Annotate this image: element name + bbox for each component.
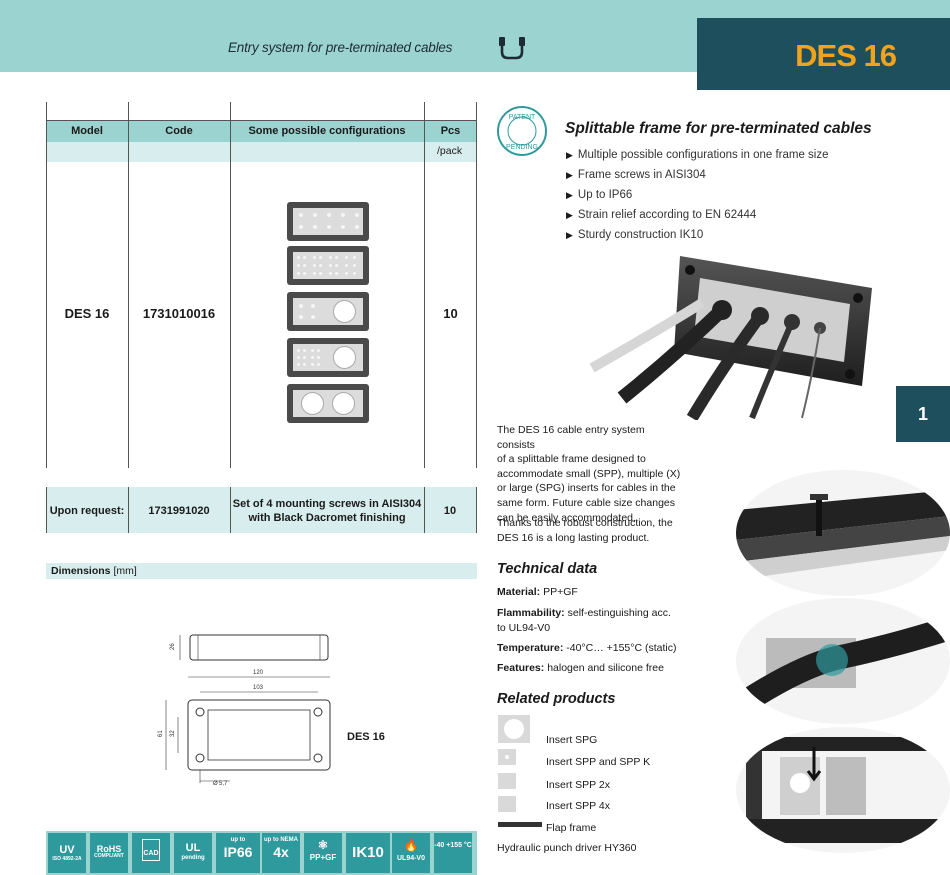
divider (476, 102, 477, 468)
table-header (46, 120, 477, 142)
feature-title: Splittable frame for pre-terminated cabl… (565, 120, 872, 137)
divider (424, 487, 425, 533)
divider (476, 487, 477, 533)
insert-spp-4x-icon (498, 796, 516, 812)
request-desc-1: Set of 4 mounting screws in AISI304 (232, 498, 422, 510)
config-diagram (287, 246, 369, 285)
related-item: Insert SPP 4x (546, 800, 611, 812)
material-icon: ⚛PP+GF (304, 833, 342, 873)
svg-text:PENDING: PENDING (506, 144, 538, 151)
table-top-line (46, 120, 477, 121)
temperature-icon: -40 +155 °C (434, 833, 472, 873)
feature-item: Multiple possible configurations in one … (566, 149, 829, 161)
pcs-per-pack: /pack (437, 145, 463, 157)
dimension-drawing: 26 120 103 61 32 Ø 5,7 (158, 634, 331, 787)
tech-flammability: Flammability: self-estinguishing acc.to … (497, 607, 671, 634)
insert-spp-2x-icon (498, 773, 516, 789)
flame-icon: 🔥UL94-V0 (392, 833, 430, 873)
request-pcs: 10 (443, 505, 457, 517)
col-code: Code (165, 125, 193, 137)
detail-photo-cable (736, 598, 950, 724)
flap-frame-icon (498, 822, 542, 827)
svg-text:32: 32 (170, 730, 176, 737)
ik10-icon: IK10 (346, 833, 390, 873)
header-subtitle: Entry system for pre-terminated cables (228, 40, 453, 55)
dimensions-band (46, 563, 477, 579)
dimensions-label: Dimensions [mm] (51, 565, 137, 577)
code-value: 1731010016 (142, 306, 216, 321)
divider (128, 487, 129, 533)
feature-item: Sturdy construction IK10 (566, 229, 703, 241)
technical-title: Technical data (497, 561, 598, 577)
cable-connector-icon (499, 37, 525, 60)
config-diagram (287, 338, 369, 377)
svg-text:120: 120 (253, 670, 264, 676)
chapter-tab: 1 (896, 386, 950, 442)
divider (230, 102, 231, 468)
related-title: Related products (497, 691, 616, 707)
title-box: DES 16 (697, 18, 950, 90)
divider (46, 102, 47, 468)
insert-spp-icon (498, 749, 516, 765)
related-item: Insert SPG (546, 734, 598, 746)
drawing-model-label: DES 16 (347, 731, 385, 743)
feature-item: Strain relief according to EN 62444 (566, 209, 756, 221)
detail-photo-screw (736, 470, 950, 596)
col-pcs: Pcs (440, 125, 461, 137)
request-label: Upon request: (49, 505, 125, 517)
request-code: 1731991020 (148, 505, 210, 517)
svg-text:PATENT: PATENT (509, 114, 536, 121)
config-diagram (287, 384, 369, 423)
request-row (46, 487, 477, 533)
divider (128, 102, 129, 468)
related-item: Flap frame (546, 822, 597, 834)
divider (230, 487, 231, 533)
request-desc-2: with Black Dacromet finishing (248, 512, 406, 524)
config-diagram (287, 202, 369, 241)
tech-temperature: Temperature: -40°C… +155°C (static) (497, 642, 677, 654)
product-title: DES 16 (795, 38, 897, 73)
svg-text:61: 61 (158, 730, 164, 737)
svg-text:Ø: Ø (213, 781, 218, 787)
related-item: Insert SPP 2x (546, 779, 611, 791)
svg-text:103: 103 (253, 685, 264, 691)
cad-icon: CAD (132, 833, 170, 873)
model-value: DES 16 (64, 306, 110, 321)
divider (424, 102, 425, 468)
tech-material: Material: PP+GF (497, 586, 578, 598)
config-diagram (287, 292, 369, 331)
product-photo (589, 256, 872, 420)
svg-text:5,7: 5,7 (219, 781, 228, 787)
patent-pending-icon: PATENT PENDING (497, 106, 547, 156)
pcs-value: 10 (443, 306, 458, 321)
divider (46, 487, 47, 533)
detail-photo-insert (736, 727, 950, 853)
feature-item: Up to IP66 (566, 189, 632, 201)
related-item: Hydraulic punch driver HY360 (497, 842, 637, 854)
col-configurations: Some possible configurations (248, 125, 406, 137)
feature-item: Frame screws in AISI304 (566, 169, 706, 181)
insert-spg-icon (498, 715, 530, 743)
svg-text:26: 26 (170, 643, 176, 650)
tech-features: Features: halogen and silicone free (497, 662, 664, 674)
related-item: Insert SPP and SPP K (546, 756, 651, 768)
table-substrip (46, 142, 477, 162)
col-model: Model (71, 125, 103, 137)
